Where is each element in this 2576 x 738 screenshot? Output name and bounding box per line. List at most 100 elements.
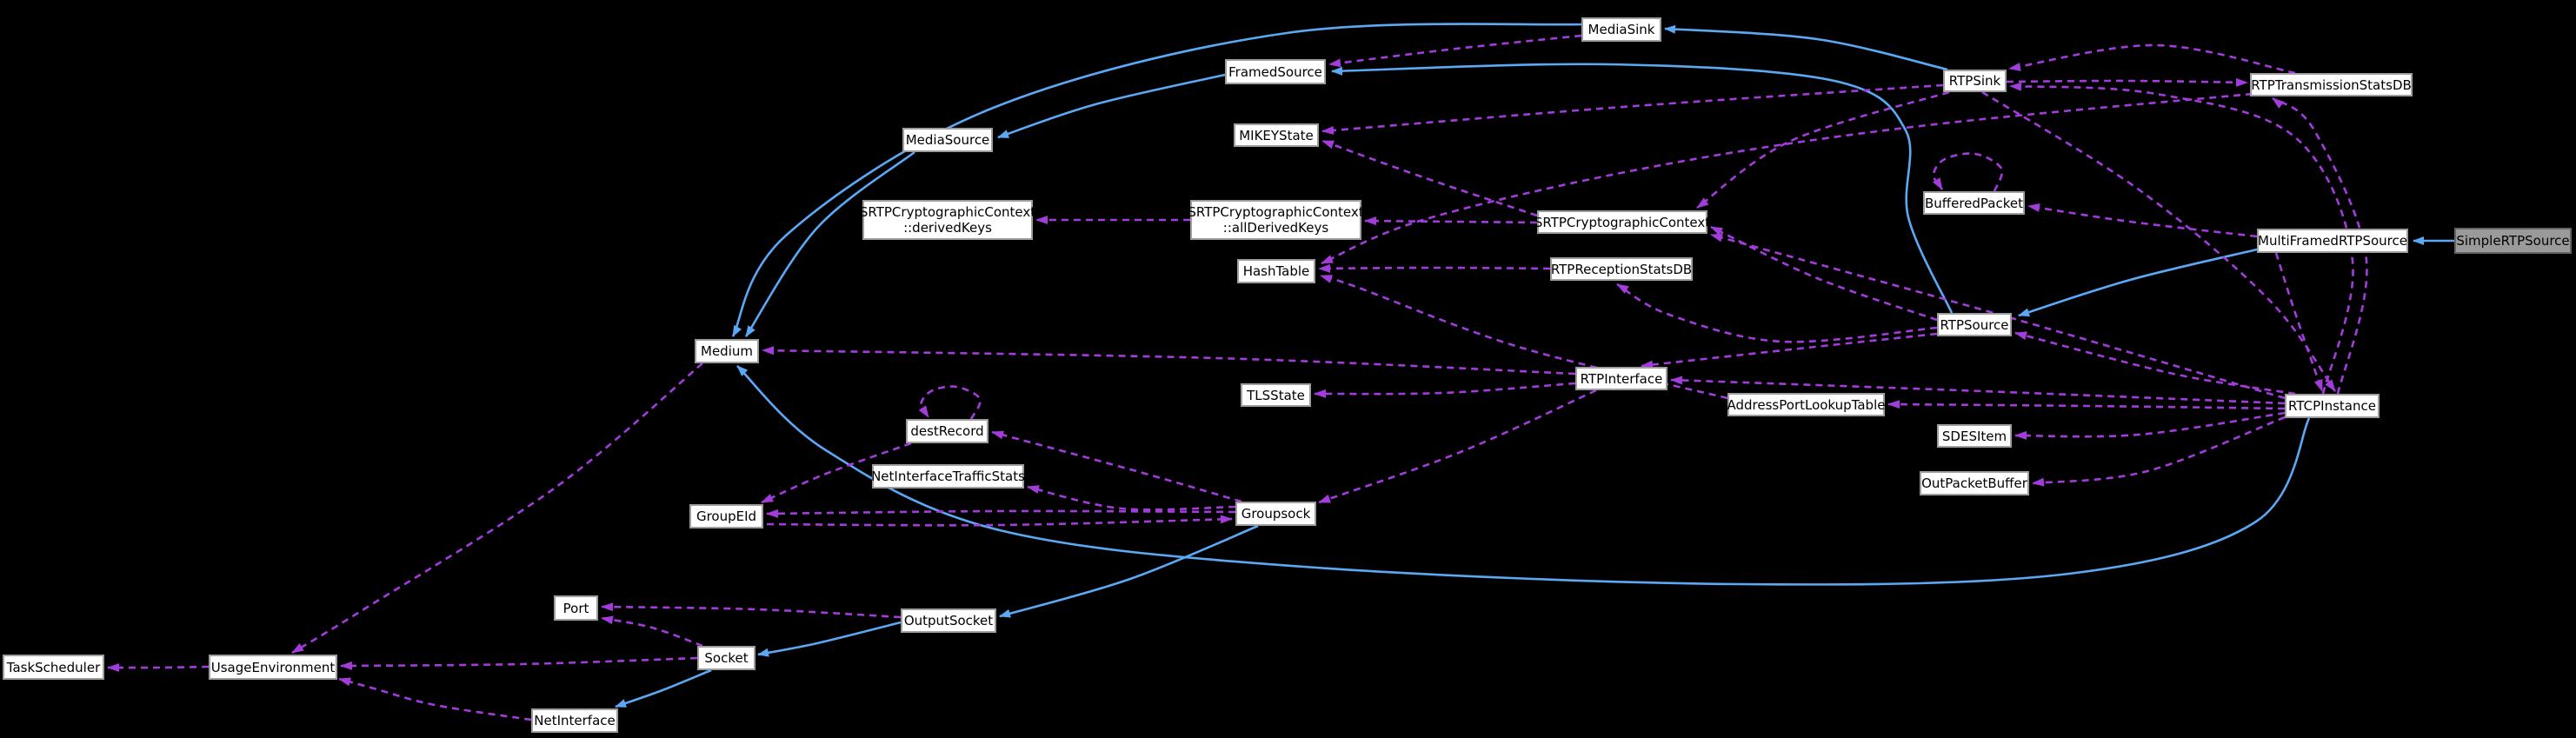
edge-destRecord-to-GroupEId [761, 442, 912, 504]
class-node-RTCPInstance[interactable]: RTCPInstance [2285, 394, 2380, 418]
edge-Groupsock-to-GroupEId [766, 509, 1236, 518]
class-node-label: MediaSource [905, 132, 990, 148]
class-node-label: AddressPortLookupTable [1727, 396, 1886, 413]
class-node-label: TLSState [1247, 387, 1305, 403]
edge-RTPSource-to-SRTPCryptographicContext [1710, 225, 1938, 322]
edge-Groupsock-to-OutputSocket [999, 524, 1259, 618]
edge-RTCPInstance-to-AddressPortLookupTable [1887, 400, 2286, 410]
class-node-RTPReceptionStatsDB[interactable]: RTPReceptionStatsDB [1550, 257, 1693, 281]
edge-RTPSink-to-SRTPCryptographicContext [1696, 90, 1950, 209]
class-node-MediaSink[interactable]: MediaSink [1581, 17, 1661, 42]
class-node-RTPTransmissionStatsDB[interactable]: RTPTransmissionStatsDB [2250, 73, 2413, 96]
class-node-HashTable[interactable]: HashTable [1237, 259, 1315, 283]
edge-SRTPCryptographicContext-to-allDerivedKeys [1364, 216, 1538, 226]
class-node-label: Socket [704, 650, 749, 666]
class-node-label: BufferedPacket [1924, 195, 2024, 211]
class-node-derivedKeys[interactable]: SRTPCryptographicContext ::derivedKeys [859, 200, 1036, 240]
edge-NetInterface-to-UsageEnvironment [338, 677, 532, 721]
class-node-label: MIKEYState [1239, 127, 1314, 143]
edge-RTCPInstance-to-RTPInterface [1670, 376, 2286, 405]
class-node-label: SRTPCryptographicContext [1534, 214, 1711, 230]
edge-MultiFramedRTPSource-to-BufferedPacket [2027, 203, 2258, 238]
edge-RTCPInstance-to-Medium [736, 365, 2311, 586]
class-node-TLSState[interactable]: TLSState [1241, 383, 1311, 407]
class-node-GroupEId[interactable]: GroupEId [689, 504, 763, 529]
class-node-label: Port [562, 600, 589, 616]
class-node-label: SDESItem [1941, 428, 2007, 444]
edge-UsageEnvironment-to-TaskScheduler [107, 663, 210, 673]
edge-RTPInterface-to-TLSState [1314, 382, 1576, 398]
edge-MediaSource-to-Medium [744, 150, 915, 337]
class-node-label: MultiFramedRTPSource [2258, 233, 2407, 249]
class-node-label: RTPInterface [1580, 370, 1663, 387]
edge-RTPTransmissionStatsDB-to-RTPSink [2008, 43, 2296, 75]
class-node-label: TaskScheduler [6, 659, 101, 675]
class-node-BufferedPacket[interactable]: BufferedPacket [1923, 191, 2025, 215]
edge-RTPTransmissionStatsDB-to-HashTable [1321, 92, 2253, 265]
class-node-label: RTPSink [1948, 73, 2001, 89]
edge-RTPSource-to-RTPReceptionStatsDB [1616, 283, 1938, 343]
class-node-label: OutputSocket [903, 613, 994, 628]
class-node-label: RTPTransmissionStatsDB [2251, 76, 2412, 93]
class-node-label: Groupsock [1241, 506, 1311, 522]
edge-Socket-to-UsageEnvironment [340, 656, 698, 670]
class-node-NetInterfaceTrafficStats[interactable]: NetInterfaceTrafficStats [871, 464, 1025, 489]
class-node-label: Medium [701, 343, 753, 359]
class-node-label: RTCPInstance [2288, 398, 2376, 414]
edge-RTPSink-to-MIKEYState [1321, 83, 1944, 135]
edge-MultiFramedRTPSource-to-RTPSource [2018, 248, 2258, 317]
class-node-RTPInterface[interactable]: RTPInterface [1575, 367, 1667, 390]
class-node-MIKEYState[interactable]: MIKEYState [1234, 123, 1319, 147]
edge-MediaSink-to-Medium [731, 23, 1582, 337]
class-node-MultiFramedRTPSource[interactable]: MultiFramedRTPSource [2257, 229, 2408, 253]
edge-RTPInterface-to-Groupsock [1318, 389, 1597, 504]
edge-Socket-to-NetInterface [615, 668, 712, 708]
class-node-Socket[interactable]: Socket [697, 646, 755, 670]
edge-BufferedPacket-to-BufferedPacket [1932, 152, 2004, 192]
class-node-label: HashTable [1242, 263, 1310, 279]
class-node-destRecord[interactable]: destRecord [906, 419, 988, 443]
edge-destRecord-to-destRecord [918, 385, 982, 420]
class-node-allDerivedKeys[interactable]: SRTPCryptographicContext ::allDerivedKey… [1188, 200, 1364, 240]
edge-RTCPInstance-to-OutPacketBuffer [2032, 416, 2286, 487]
class-node-UsageEnvironment[interactable]: UsageEnvironment [209, 655, 337, 680]
class-node-label: destRecord [910, 423, 984, 439]
class-node-Medium[interactable]: Medium [695, 339, 759, 363]
class-node-SRTPCryptographicContext[interactable]: SRTPCryptographicContext [1534, 210, 1711, 234]
edge-RTPSource-to-RTPInterface [1641, 332, 1938, 369]
edge-RTPReceptionStatsDB-to-HashTable [1318, 263, 1551, 273]
class-node-label: GroupEId [696, 509, 757, 524]
class-node-TaskScheduler[interactable]: TaskScheduler [3, 655, 104, 680]
class-node-Port[interactable]: Port [554, 595, 598, 621]
class-node-label: FramedSource [1228, 63, 1322, 80]
class-node-SDESItem[interactable]: SDESItem [1937, 424, 2012, 448]
edge-MultiFramedRTPSource-to-RTCPInstance [2274, 252, 2324, 392]
class-node-OutputSocket[interactable]: OutputSocket [901, 608, 996, 633]
class-node-RTPSink[interactable]: RTPSink [1943, 70, 2007, 92]
edge-Medium-to-UsageEnvironment [291, 362, 703, 655]
class-node-label: RTPReceptionStatsDB [1550, 261, 1693, 277]
class-node-NetInterface[interactable]: NetInterface [531, 708, 618, 733]
class-node-label: UsageEnvironment [210, 659, 336, 675]
edge-RTPSink-to-MediaSink [1664, 24, 1948, 71]
edge-RTCPInstance-to-RTPTransmissionStatsDB [2272, 96, 2368, 395]
class-node-label: SRTPCryptographicContext ::derivedKeys [859, 204, 1036, 236]
class-node-AddressPortLookupTable[interactable]: AddressPortLookupTable [1727, 393, 1885, 416]
class-node-MediaSource[interactable]: MediaSource [902, 128, 993, 152]
class-node-label: SRTPCryptographicContext ::allDerivedKey… [1188, 204, 1364, 236]
class-node-RTPSource[interactable]: RTPSource [1937, 313, 2012, 336]
class-node-FramedSource[interactable]: FramedSource [1225, 59, 1326, 84]
edge-OutputSocket-to-Socket [757, 621, 902, 657]
class-node-SimpleRTPSource: SimpleRTPSource [2454, 228, 2572, 254]
class-node-OutPacketBuffer[interactable]: OutPacketBuffer [1920, 471, 2029, 495]
class-node-Groupsock[interactable]: Groupsock [1235, 502, 1316, 526]
edge-RTCPInstance-to-SDESItem [2014, 411, 2286, 440]
edge-RTPInterface-to-Medium [762, 346, 1576, 376]
edge-Socket-to-Port [601, 615, 703, 648]
edge-FramedSource-to-MediaSource [997, 73, 1226, 139]
class-node-label: NetInterfaceTrafficStats [871, 469, 1025, 484]
class-node-label: OutPacketBuffer [1921, 475, 2027, 491]
class-node-label: RTPSource [1940, 316, 2009, 333]
class-node-label: NetInterface [534, 713, 616, 728]
